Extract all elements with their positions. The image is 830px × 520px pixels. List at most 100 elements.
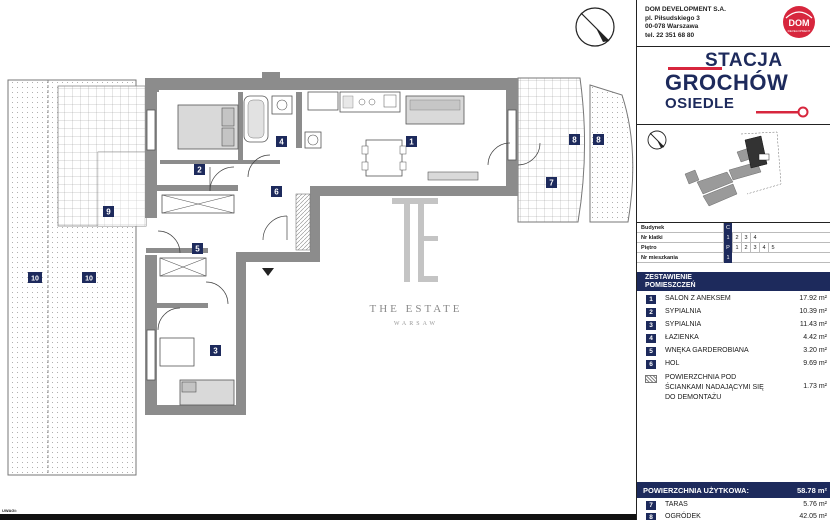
brand-accent-icon xyxy=(668,67,809,118)
info-panel: DOM DEVELOPMENT S.A. pl. Piłsudskiego 3 … xyxy=(636,0,830,520)
room-name: SYPIALNIA xyxy=(665,308,702,315)
divider xyxy=(637,124,830,125)
terrace-7 xyxy=(517,77,586,223)
room-label-1: 1 xyxy=(409,138,414,147)
brand-line3: OSIEDLE xyxy=(665,95,735,112)
info-cell: 5 xyxy=(768,243,777,253)
brand-line1: STACJA xyxy=(705,50,783,71)
info-cell: C xyxy=(723,223,732,233)
watermark-line1: THE ESTATE xyxy=(370,303,463,315)
rooms-summary-header: ZESTAWIENIE POMIESZCZEŃ xyxy=(637,272,830,291)
room-name: OGRÓDEK xyxy=(665,513,701,520)
brand-block: STACJA GROCHÓW OSIEDLE xyxy=(637,50,830,122)
room-area: 42.05 m² xyxy=(799,513,827,520)
svg-text:DOM: DOM xyxy=(789,18,810,28)
usable-area-label: POWIERZCHNIA UŻYTKOWA: xyxy=(643,486,749,495)
bedroom-2 xyxy=(161,104,239,214)
rooms-header-line2: POMIESZCZEŃ xyxy=(645,282,696,289)
location-map xyxy=(647,130,782,207)
room-row-6: 6 HOL 9.69 m² xyxy=(637,358,830,371)
usable-area-total: POWIERZCHNIA UŻYTKOWA: 58.78 m² xyxy=(637,482,830,498)
doors xyxy=(157,142,541,331)
floor-plan: THE ESTATE WARSAW 1 2 3 4 5 6 7 8 8 9 10… xyxy=(0,7,636,520)
room-area: 11.43 m² xyxy=(799,321,827,328)
room-row-1: 1 SALON Z ANEKSEM 17.92 m² xyxy=(637,293,830,306)
room-label-10b: 10 xyxy=(85,276,93,283)
developer-city: 00-078 Warszawa xyxy=(645,23,699,31)
room-row-3: 3 SYPIALNIA 11.43 m² xyxy=(637,319,830,332)
info-label-pietro: Piętro xyxy=(641,245,657,251)
room-name: HOL xyxy=(665,360,680,367)
extra-row-7: 7 TARAS 5.76 m² xyxy=(637,499,830,512)
note-line1: POWIERZCHNIA POD xyxy=(665,374,737,381)
room-area: 4.42 m² xyxy=(803,334,827,341)
divider xyxy=(637,222,830,223)
room-label-4: 4 xyxy=(279,138,284,147)
info-cell: 1 xyxy=(732,243,741,253)
note-line2: ŚCIANKAMI NADAJĄCYMI SIĘ xyxy=(665,384,764,391)
bedroom-3 xyxy=(159,337,235,406)
room-label-10a: 10 xyxy=(31,276,39,283)
info-label-mieszkanie: Nr mieszkania xyxy=(641,255,678,261)
info-cell: 1 xyxy=(723,233,732,243)
room-area: 17.92 m² xyxy=(799,295,827,302)
room-number: 6 xyxy=(646,360,656,369)
info-row-budynek: Budynek C xyxy=(637,223,830,233)
remarks-label: UWAGI: xyxy=(2,508,17,513)
room-label-8a: 8 xyxy=(572,136,577,145)
info-cell: 2 xyxy=(732,233,741,243)
windows xyxy=(146,109,517,381)
dom-development-logo-icon: DOM DEVELOPMENT xyxy=(783,6,815,38)
room-row-5: 5 WNĘKA GARDEROBIANA 3.20 m² xyxy=(637,345,830,358)
divider xyxy=(637,46,830,47)
room-label-9: 9 xyxy=(106,208,111,217)
hatch-swatch-icon xyxy=(645,375,657,383)
room-number: 2 xyxy=(646,308,656,317)
estate-watermark xyxy=(392,198,438,282)
room-number: 3 xyxy=(646,321,656,330)
room-name: TARAS xyxy=(665,501,688,508)
bathroom-4 xyxy=(243,95,322,149)
info-cell: P xyxy=(723,243,732,253)
info-cell: 4 xyxy=(750,233,759,243)
brand-line2: GROCHÓW xyxy=(665,70,789,95)
info-cell: 4 xyxy=(759,243,768,253)
room-area: 3.20 m² xyxy=(803,347,827,354)
room-labels: 1 2 3 4 5 6 7 8 8 9 10 10 xyxy=(28,134,604,356)
rooms-header-line1: ZESTAWIENIE xyxy=(645,274,692,281)
room-area: 5.76 m² xyxy=(803,501,827,508)
compass-small-icon xyxy=(647,130,667,150)
room-label-2: 2 xyxy=(197,166,202,175)
extra-row-8: 8 OGRÓDEK 42.05 m² xyxy=(637,511,830,520)
room-name: ŁAZIENKA xyxy=(665,334,699,341)
room-label-7: 7 xyxy=(549,179,554,188)
room-number: 8 xyxy=(646,513,656,520)
room-name: SALON Z ANEKSEM xyxy=(665,295,731,302)
note-text: POWIERZCHNIA POD ŚCIANKAMI NADAJĄCYMI SI… xyxy=(665,373,764,403)
room-label-8b: 8 xyxy=(596,136,601,145)
room-area: 9.69 m² xyxy=(803,360,827,367)
room-number: 4 xyxy=(646,334,656,343)
info-cell: 3 xyxy=(750,243,759,253)
north-arrow-icon xyxy=(575,7,615,47)
info-cells-budynek: C xyxy=(723,223,732,233)
room-label-5: 5 xyxy=(195,245,200,254)
developer-phone: tel. 22 351 68 80 xyxy=(645,31,695,39)
room-number: 7 xyxy=(646,501,656,510)
room-area: 10.39 m² xyxy=(799,308,827,315)
info-label-klatka: Nr klatki xyxy=(641,235,663,241)
room-number: 1 xyxy=(646,295,656,304)
developer-contact: DOM DEVELOPMENT S.A. pl. Piłsudskiego 3 … xyxy=(645,6,726,40)
info-cells-mieszkanie: 1 xyxy=(723,253,732,263)
kitchen-living-1 xyxy=(307,91,479,181)
remarks-bar xyxy=(0,514,636,520)
watermark-line2: WARSAW xyxy=(394,321,438,327)
room-row-4: 4 ŁAZIENKA 4.42 m² xyxy=(637,332,830,345)
room-label-3: 3 xyxy=(213,347,218,356)
room-label-6: 6 xyxy=(274,188,279,197)
info-cell: 1 xyxy=(723,253,732,263)
